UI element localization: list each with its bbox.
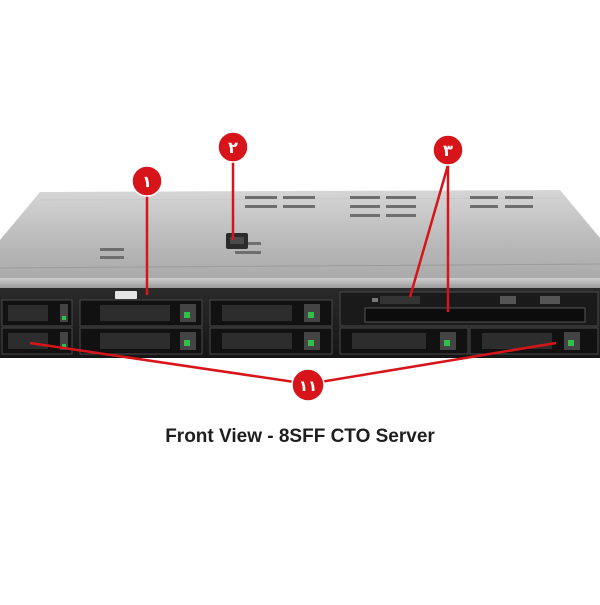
drive-bay <box>1 327 73 355</box>
figure-caption: Front View - 8SFF CTO Server <box>165 426 435 447</box>
display-port <box>380 296 420 304</box>
drive-led <box>62 316 66 320</box>
hood-latch-icon <box>226 233 248 249</box>
svg-text:٢: ٢ <box>228 138 238 157</box>
chassis-front-lip <box>0 278 600 288</box>
callout-badge-2: ٢ <box>217 131 249 163</box>
drive-led <box>308 312 314 318</box>
drive-bay <box>1 299 73 327</box>
svg-text:٣: ٣ <box>443 141 453 160</box>
callout-badge-1: ١ <box>131 165 163 197</box>
usb-port <box>500 296 516 304</box>
callout-badge-3: ٣ <box>432 134 464 166</box>
svg-text:١١: ١١ <box>299 377 317 395</box>
drive-cage-right <box>339 327 599 355</box>
drive-bay <box>209 327 333 355</box>
optical-drive <box>364 307 586 323</box>
svg-text:١: ١ <box>142 172 152 191</box>
drive-led <box>184 312 190 318</box>
lid-vent-slots <box>100 196 533 259</box>
drive-bay <box>469 327 599 355</box>
drive-led <box>62 344 66 348</box>
chassis-top-lid <box>0 190 600 282</box>
drive-cage <box>1 291 333 355</box>
callout-badge-11: ١١ <box>291 368 325 402</box>
drive-bay <box>209 299 333 327</box>
callout-leader-lines <box>29 162 557 386</box>
drive-bay <box>79 299 203 327</box>
media-bay <box>339 291 599 327</box>
drive-bay <box>339 327 469 355</box>
drive-led <box>308 340 314 346</box>
drive-led <box>444 340 450 346</box>
usb-port <box>540 296 560 304</box>
drive-bay <box>79 327 203 355</box>
drive-led <box>184 340 190 346</box>
model-badge <box>115 291 137 299</box>
drive-led <box>568 340 574 346</box>
